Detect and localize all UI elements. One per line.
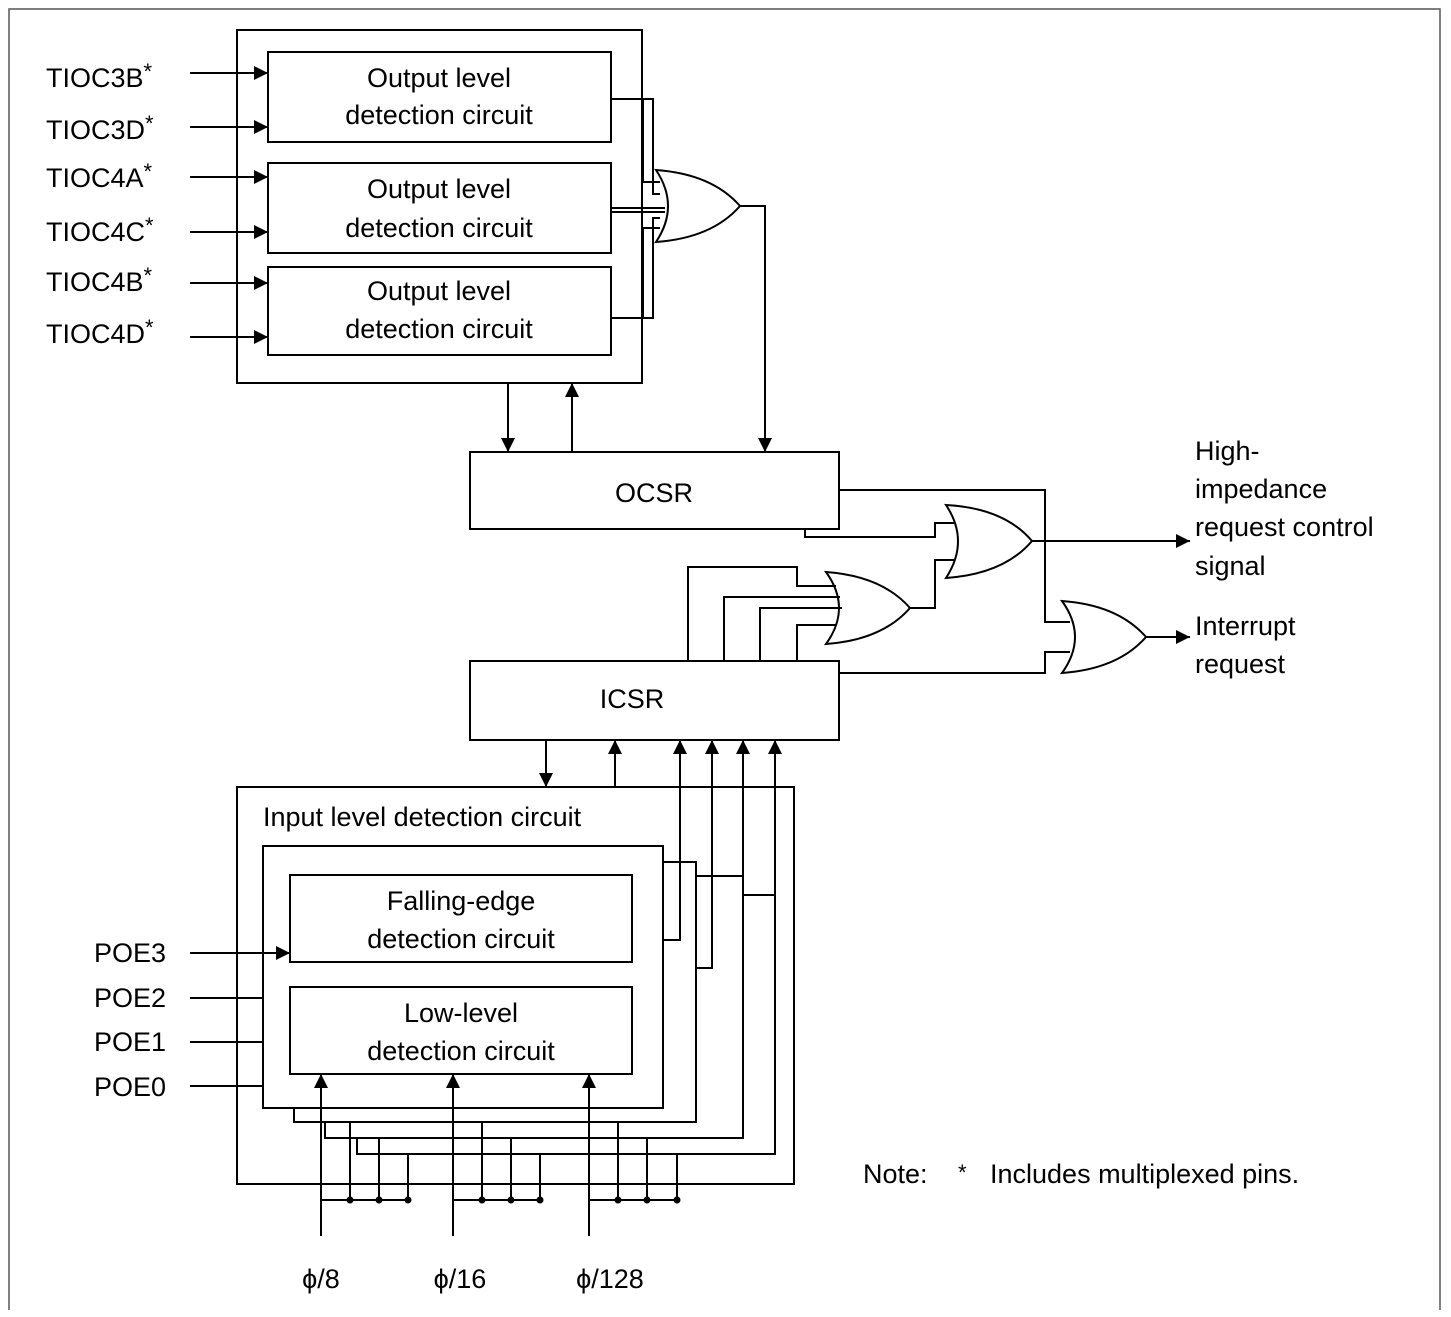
footnote-mark: * xyxy=(958,1160,967,1185)
clock-labels: ϕ/8 ϕ/16 ϕ/128 xyxy=(302,1264,644,1294)
high-impedance-label: High- impedance request control signal xyxy=(1195,436,1374,581)
or-to-high-impedance-wire xyxy=(910,559,954,609)
high-impedance-label-line4: signal xyxy=(1195,551,1266,581)
high-impedance-label-line1: High- xyxy=(1195,436,1260,466)
output-level-block-label-line2: detection circuit xyxy=(345,314,533,344)
clock-distribution xyxy=(314,1074,678,1236)
input-label-tioc4b: TIOC4B* xyxy=(46,263,153,297)
input-level-circuit-title: Input level detection circuit xyxy=(263,802,582,832)
tioc-input-arrows xyxy=(190,66,268,344)
footnote-label: Note: xyxy=(863,1159,928,1189)
input-label-tioc3b: TIOC3B* xyxy=(46,59,153,93)
clock-junction-dots xyxy=(346,1196,681,1204)
clock-label: ϕ/8 xyxy=(302,1264,340,1294)
interrupt-label-line1: Interrupt xyxy=(1195,611,1296,641)
output-level-block-label-line2: detection circuit xyxy=(345,213,533,243)
falling-edge-label-line1: Falling-edge xyxy=(387,886,536,916)
input-label-tioc4d: TIOC4D* xyxy=(46,315,154,349)
ocsr-label: OCSR xyxy=(615,478,693,508)
output-level-block-1: Output level detection circuit xyxy=(267,51,612,143)
or-gate-interrupt xyxy=(1059,599,1148,675)
low-level-block: Low-level detection circuit xyxy=(289,986,633,1075)
icsr-to-or-wires xyxy=(687,566,1070,674)
or-to-ocsr-wire xyxy=(740,205,772,452)
output-level-block-2: Output level detection circuit xyxy=(267,162,612,254)
page-frame xyxy=(8,8,1441,1310)
ocsr-output-wires xyxy=(804,489,1070,623)
poe-label: POE2 xyxy=(94,983,166,1013)
output-block-to-or-wires xyxy=(611,98,665,319)
output-level-block-3: Output level detection circuit xyxy=(267,266,612,356)
clock-label: ϕ/128 xyxy=(576,1264,644,1294)
poe-label: POE1 xyxy=(94,1027,166,1057)
interrupt-label: Interrupt request xyxy=(1195,611,1296,679)
output-level-block-label-line1: Output level xyxy=(367,63,511,93)
or-gate-high-impedance xyxy=(944,503,1034,580)
input-label-tioc4a: TIOC4A* xyxy=(46,159,153,193)
stack-to-icsr-arrows xyxy=(663,740,782,1000)
interrupt-label-line2: request xyxy=(1195,649,1286,679)
icsr-label: ICSR xyxy=(600,684,665,714)
falling-edge-block: Falling-edge detection circuit xyxy=(289,874,633,963)
high-impedance-label-line3: request control xyxy=(1195,512,1374,542)
input-label-tioc3d: TIOC3D* xyxy=(46,111,154,145)
clock-label: ϕ/16 xyxy=(434,1264,487,1294)
poe-label: POE3 xyxy=(94,938,166,968)
low-level-label-line2: detection circuit xyxy=(367,1036,555,1066)
input-label-tioc4c: TIOC4C* xyxy=(46,213,154,247)
tioc-input-labels: TIOC3B* TIOC3D* TIOC4A* TIOC4C* TIOC4B* … xyxy=(46,59,154,349)
footnote: Note: * Includes multiplexed pins. xyxy=(863,1159,1299,1189)
icsr-register: ICSR xyxy=(469,660,840,741)
falling-edge-label-line2: detection circuit xyxy=(367,924,555,954)
poe-inputs: POE3 POE2 POE1 POE0 xyxy=(94,938,290,1102)
output-level-block-label-line1: Output level xyxy=(367,174,511,204)
output-level-block-label-line2: detection circuit xyxy=(345,100,533,130)
or-gate-output-level xyxy=(654,168,742,244)
ocsr-register: OCSR xyxy=(469,451,840,530)
low-level-label-line1: Low-level xyxy=(404,998,518,1028)
poe-label: POE0 xyxy=(94,1072,166,1102)
output-level-block-label-line1: Output level xyxy=(367,276,511,306)
high-impedance-label-line2: impedance xyxy=(1195,474,1327,504)
footnote-text: Includes multiplexed pins. xyxy=(990,1159,1299,1189)
